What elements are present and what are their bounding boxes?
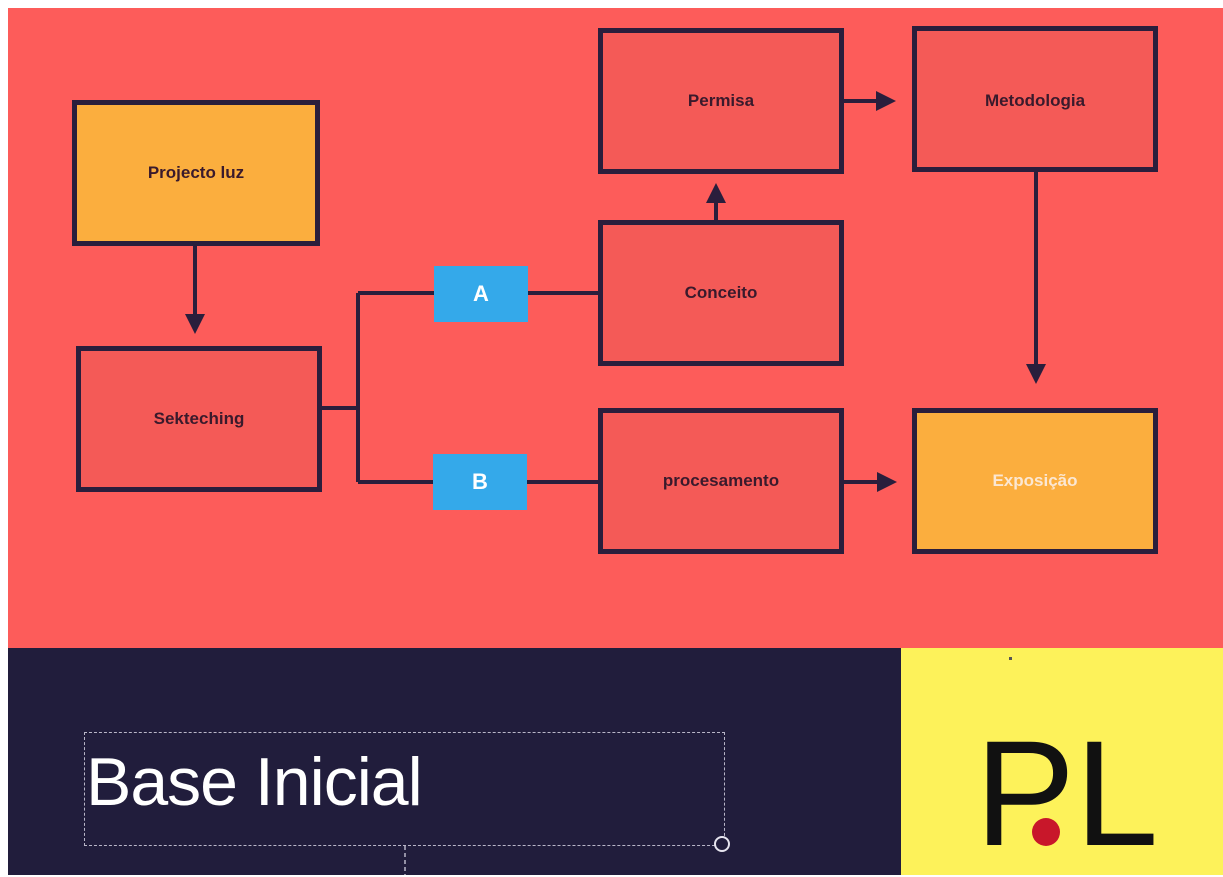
- node-label: Metodologia: [984, 91, 1086, 110]
- logo-letter-p: P: [975, 709, 1076, 877]
- tag-label: B: [472, 469, 488, 494]
- page-title[interactable]: Base Inicial: [86, 744, 423, 820]
- node-projecto-luz: Projecto luz: [72, 100, 320, 246]
- logo-panel: [901, 648, 1223, 875]
- footer-panel: [8, 648, 901, 875]
- node-label: Conceito: [684, 283, 758, 302]
- logo-speck: [1009, 657, 1012, 660]
- node-permisa: Permisa: [598, 28, 844, 174]
- node-label: procesamento: [662, 471, 780, 490]
- tag-a: A: [434, 266, 528, 322]
- node-label: Projecto luz: [147, 163, 245, 182]
- resize-handle[interactable]: [714, 836, 730, 852]
- tag-label: A: [473, 281, 489, 306]
- tag-b: B: [433, 454, 527, 510]
- node-label: Exposição: [992, 471, 1078, 490]
- node-label: Permisa: [687, 91, 755, 110]
- node-sekteching: Sekteching: [76, 346, 322, 492]
- logo-dot: [1032, 818, 1060, 846]
- logo-letter-l: L: [1075, 709, 1159, 877]
- node-metodologia: Metodologia: [912, 26, 1158, 172]
- node-exposicao: Exposição: [912, 408, 1158, 554]
- title-selection-frame[interactable]: [84, 732, 725, 846]
- node-procesamento: procesamento: [598, 408, 844, 554]
- node-label: Sekteching: [153, 409, 245, 428]
- node-conceito: Conceito: [598, 220, 844, 366]
